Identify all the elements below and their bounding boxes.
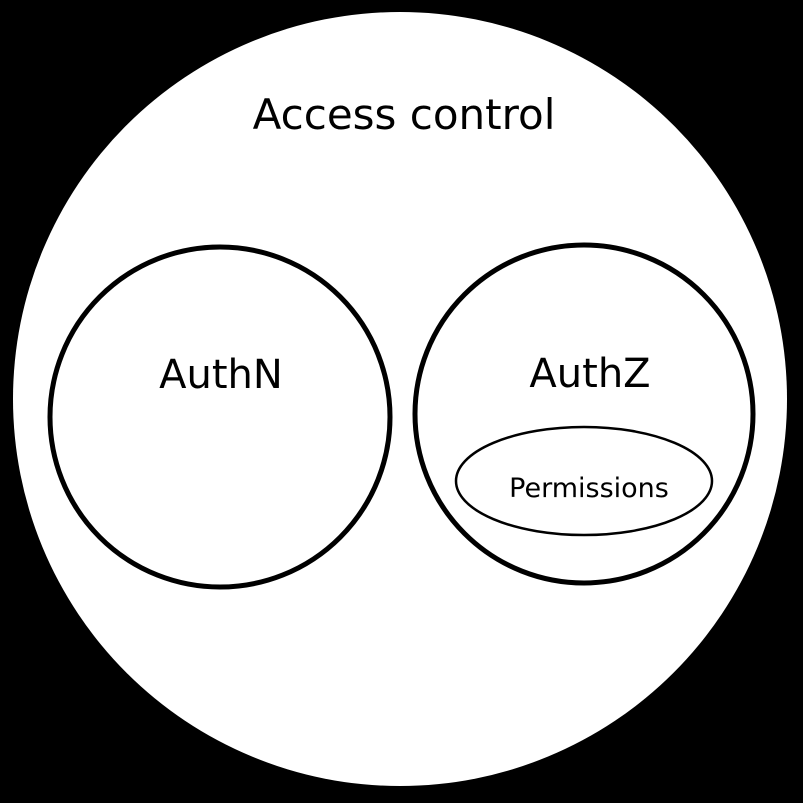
- circle-authn[interactable]: [47, 244, 393, 590]
- outer-circle-access-control[interactable]: [13, 12, 787, 786]
- label-permissions: Permissions: [509, 473, 669, 504]
- label-authz: AuthZ: [529, 351, 650, 397]
- label-access-control: Access control: [253, 90, 556, 139]
- ellipse-permissions[interactable]: [454, 425, 714, 537]
- label-authn: AuthN: [159, 352, 283, 398]
- circle-authz[interactable]: [412, 242, 756, 586]
